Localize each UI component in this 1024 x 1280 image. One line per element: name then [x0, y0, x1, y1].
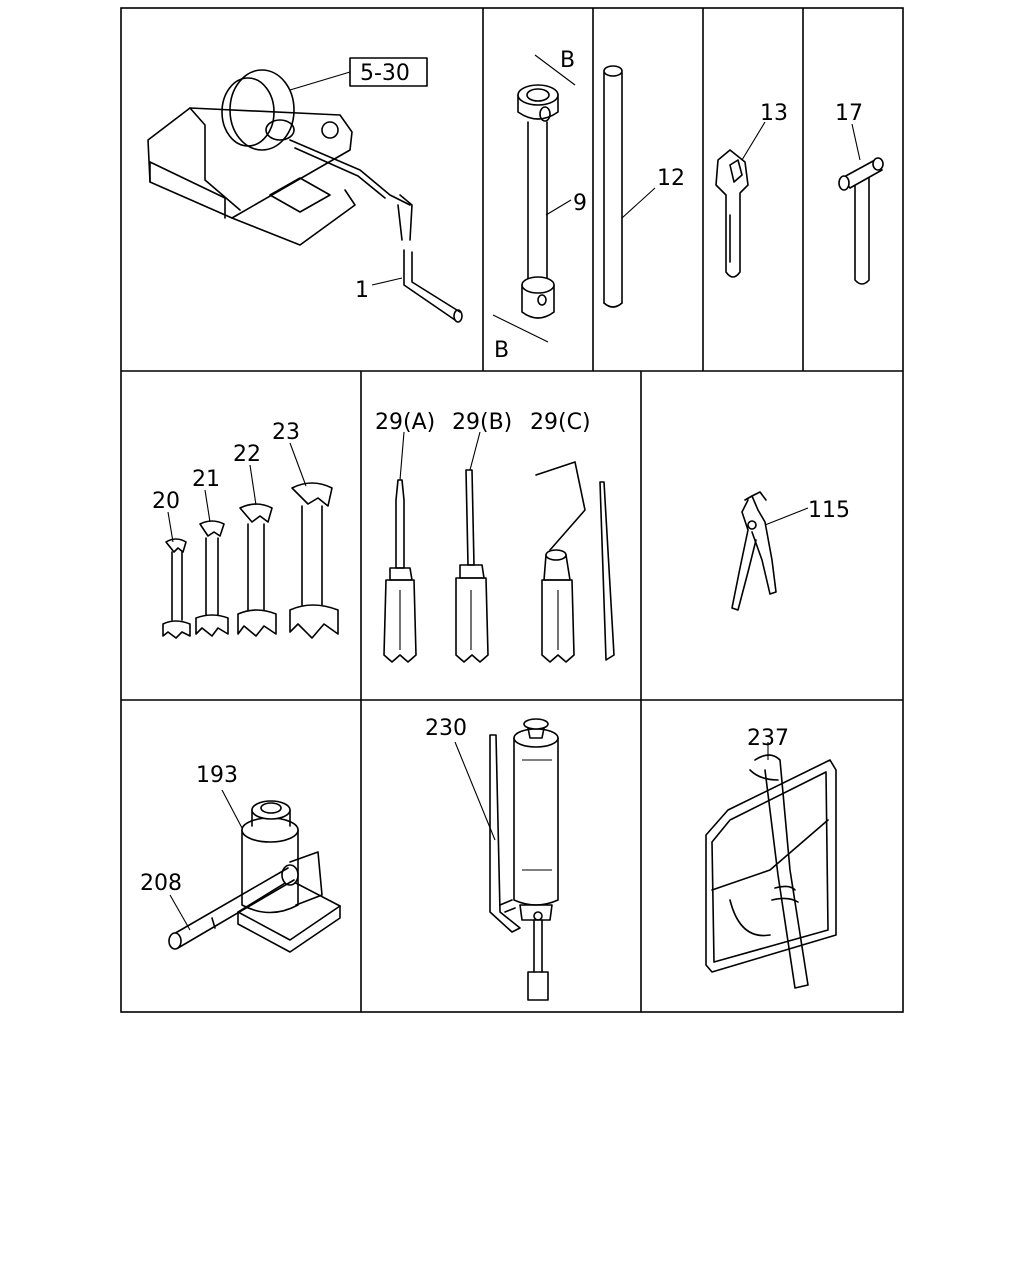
callout-20: 20 [152, 489, 180, 514]
callout-237: 237 [747, 726, 789, 751]
screwdriver-set-illustration [383, 431, 615, 663]
callout-29c: 29(C) [530, 410, 591, 435]
hammer-illustration [838, 123, 884, 285]
section-label-b-bottom: B [494, 338, 509, 363]
adjustable-wrench-illustration [715, 121, 766, 278]
callout-17: 17 [835, 101, 863, 126]
pliers-illustration [731, 491, 809, 611]
callout-29b: 29(B) [452, 410, 512, 435]
callout-23: 23 [272, 420, 300, 445]
callout-12: 12 [657, 166, 685, 191]
callout-9: 9 [573, 191, 587, 216]
diagram-grid [120, 7, 904, 1013]
wheel-nut-wrench-illustration [492, 54, 576, 343]
callout-22: 22 [233, 442, 261, 467]
callout-21: 21 [192, 467, 220, 492]
callout-13: 13 [760, 101, 788, 126]
callout-1: 1 [355, 278, 369, 303]
winch-handle-illustration [147, 57, 463, 323]
callout-115: 115 [808, 498, 850, 523]
callout-193: 193 [196, 763, 238, 788]
tool-bag-illustration [705, 742, 837, 989]
tommy-bar-illustration [603, 65, 656, 308]
bottle-jack-illustration [168, 789, 341, 953]
grease-gun-illustration [454, 718, 559, 1001]
callout-230: 230 [425, 716, 467, 741]
callout-29a: 29(A) [375, 410, 435, 435]
section-label-b-top: B [560, 48, 575, 73]
callout-ref-5-30: 5-30 [360, 61, 410, 86]
callout-208: 208 [140, 871, 182, 896]
spanner-set-illustration [162, 442, 339, 639]
